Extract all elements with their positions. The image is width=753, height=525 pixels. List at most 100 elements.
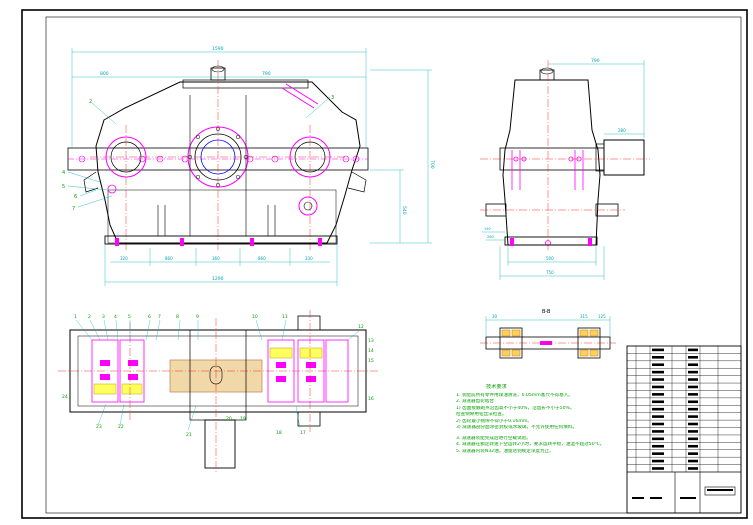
part-no: 5 [128,314,131,320]
bb-dim-2: 125 [598,314,606,319]
title-block-cell-text [688,452,698,455]
leader-3: 3 [331,95,334,101]
title-block-cell-text [652,385,664,389]
title-block-cell-text [652,437,664,441]
dim-bottom-2: 860 [165,256,173,261]
note-line: 2. 减速器齿轮啮合 [456,399,495,404]
title-block-cell-text [688,467,698,470]
side-view: 790 280 500 750 190 260 [480,58,650,280]
part-no: 13 [368,338,374,344]
title-block-cell-text [652,400,664,404]
title-block-cell-text [688,430,698,433]
title-block-cell-text [652,422,664,426]
title-block-cell-text [688,437,698,441]
side-dim-left-small: 190 [484,227,491,231]
note-line: 5. 减速器内装N32油，油量达到规定深度为止。 [456,448,554,454]
title-block-cell-text [652,363,664,367]
title-block [626,345,742,514]
dim-base: 1290 [212,276,224,282]
title-block-cell-text [652,452,664,455]
title-block-cell-text [652,370,664,374]
bb-dim-3: 30 [492,314,498,319]
title-block-cell-text [688,400,698,404]
part-no: 15 [368,358,374,364]
part-no: 11 [282,314,288,320]
note-line: 1) 齿面接触斑点沿齿高不小于40%，沿齿长不小于50%， [456,405,575,411]
plan-view: 1 2 3 4 5 6 7 8 9 10 11 12 13 14 15 16 1… [58,310,380,472]
side-dim-bottom-inner: 500 [546,256,554,261]
side-dim-left-small2: 260 [487,235,494,239]
outer-frame [21,9,748,519]
part-no: 23 [96,424,102,430]
title-block-cell-text [652,393,664,396]
title-block-cell-text [652,415,664,418]
title-block-cell-text [688,415,698,418]
plan-part-numbers: 1 2 3 4 5 6 7 8 9 10 11 12 13 14 15 16 1… [62,314,374,438]
dim-left: 800 [100,71,109,77]
part-no: 6 [148,314,151,320]
section-label: B-B [542,309,551,315]
dim-overall: 1590 [212,46,224,52]
part-no: 1 [74,314,77,320]
title-block-cell-text [652,467,664,470]
note-line: 2) 齿轮最小侧隙不得小于0.16mm。 [456,418,532,424]
dim-right-small: 540 [401,206,407,215]
part-no: 9 [196,314,199,320]
leader-7: 7 [72,206,75,212]
bb-dim-1: 315 [580,314,588,319]
side-dim-top: 790 [591,58,600,64]
leader-6: 6 [74,194,77,200]
dim-bottom-4: 860 [258,256,266,261]
dim-right: 790 [262,71,271,77]
side-dim-bottom-outer: 750 [546,270,554,275]
leader-4: 4 [62,170,65,176]
dim-bottom-5: 330 [305,256,313,261]
front-view: 1590 800 790 700 540 320 860 360 860 330… [62,46,435,286]
title-block-cell-text [688,356,698,359]
dim-bottom-1: 320 [120,256,128,261]
note-line: 4. 减速器在额定转速下空运转2小时，要求运转平稳，油温不超过50℃。 [456,442,605,447]
note-line: 3) 减速器剖分面涂密封胶或水玻璃，不允许使用任何填料。 [456,425,578,430]
section-bb: B-B 315 125 30 [480,309,616,359]
side-dim-shaft: 280 [618,128,626,133]
part-no: 17 [300,430,306,436]
part-no: 3 [102,314,105,320]
notes-title: 技术要求 [486,384,507,390]
title-block-cell-text [688,370,698,374]
part-no: 12 [358,324,364,330]
title-block-cell-text [652,378,664,381]
dim-height: 700 [429,160,435,169]
part-no: 14 [368,348,374,354]
part-no: 10 [252,314,258,320]
part-no: 20 [226,416,232,422]
title-block-cell-text [688,459,698,463]
title-block-cell-text [652,356,664,359]
note-line: 检查侧隙用铅丝法检查。 [456,412,507,417]
title-block-cell-text [652,407,664,411]
title-block-cell-text [688,444,698,448]
part-no: 8 [176,314,179,320]
leader-5: 5 [62,184,65,190]
title-block-cell-text [688,348,698,352]
part-no: 21 [186,432,192,438]
title-block-cell-text [688,363,698,367]
title-block-cell-text [652,459,664,463]
part-no: 7 [158,314,161,320]
part-no: 24 [62,394,68,400]
title-block-cell-text [652,348,664,352]
inner-frame [45,16,742,514]
title-block-cell-text [688,422,698,426]
part-no: 22 [118,424,124,430]
part-no: 18 [276,430,282,436]
note-line: 3. 减速器装配完成后进行空载试验。 [456,435,531,441]
leader-2: 2 [89,99,92,105]
part-no: 19 [240,416,246,422]
part-no: 2 [88,314,91,320]
part-no: 16 [368,396,374,402]
title-block-cell-text [688,385,698,389]
title-block-cell-text [688,378,698,381]
title-block-cell-text [652,430,664,433]
title-block-cell-text [688,393,698,396]
dim-bottom-3: 360 [212,256,220,261]
